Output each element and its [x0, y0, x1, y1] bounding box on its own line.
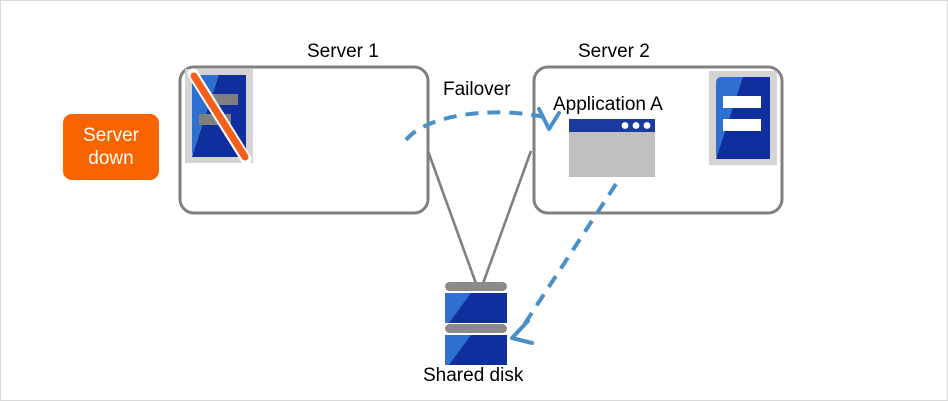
shared-disk-unit-2-shadow: [449, 335, 507, 365]
server2-title-label: Server 2: [578, 41, 650, 62]
connector-server2-to-disk: [479, 150, 533, 290]
shared-disk-bar-1: [445, 282, 507, 291]
window-dot-2-icon: [632, 122, 640, 129]
failover-arrow-head-icon: [537, 107, 561, 131]
server-icon-down-bar-1: [206, 94, 238, 105]
window-dot-1-icon: [621, 122, 629, 129]
shared-disk-bar-2: [445, 324, 507, 333]
server-icon-active-bar-1: [723, 96, 761, 108]
app-to-disk-arrow-head-icon: [510, 319, 534, 345]
server-down-badge: Server down: [63, 114, 159, 180]
server-down-badge-line2: down: [88, 148, 134, 169]
connector-lines: [426, 150, 533, 290]
server-icon-active-bar-2: [723, 119, 761, 131]
application-window[interactable]: [569, 119, 655, 177]
server1-title-label: Server 1: [307, 41, 379, 62]
failover-arrow-path: [404, 110, 545, 142]
window-dot-3-icon: [643, 122, 651, 129]
server-down-slash: [190, 72, 249, 161]
server-icon-down: [185, 68, 253, 165]
shared-disk-unit-1-shadow: [449, 293, 507, 323]
server-down-badge-line1: Server: [83, 125, 139, 146]
shared-disk-icon: [445, 282, 507, 365]
application-window-titlebar: [569, 119, 655, 132]
application-a-label: Application A: [553, 94, 663, 115]
app-to-disk-arrow: [510, 182, 618, 345]
shared-disk-label: Shared disk: [423, 365, 524, 386]
connector-server1-to-disk: [426, 150, 480, 290]
failover-arrow: [404, 107, 561, 142]
app-to-disk-arrow-path: [518, 182, 618, 333]
server-icon-active: [709, 71, 777, 165]
failover-label: Failover: [443, 79, 511, 100]
